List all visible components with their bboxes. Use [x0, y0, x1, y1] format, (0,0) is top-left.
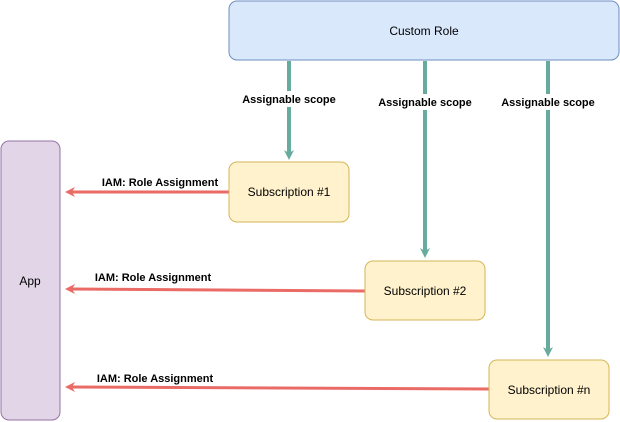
node-custom-role[interactable]: Custom Role — [228, 0, 620, 61]
node-subscription-1[interactable]: Subscription #1 — [228, 161, 350, 223]
edge-assign-1: IAM: Role Assignment — [65, 177, 229, 197]
node-subscription-n[interactable]: Subscription #n — [488, 359, 610, 420]
edge-label-assign-2: IAM: Role Assignment — [95, 272, 212, 284]
edge-scope-1: Assignable scope — [238, 61, 340, 160]
node-label-subscription-2: Subscription #2 — [384, 284, 467, 298]
node-label-subscription-n: Subscription #n — [508, 383, 591, 397]
node-label-custom-role: Custom Role — [389, 24, 459, 38]
edge-assign-2: IAM: Role Assignment — [65, 272, 366, 295]
node-subscription-2[interactable]: Subscription #2 — [364, 260, 486, 321]
edge-assign-n: IAM: Role Assignment — [65, 373, 490, 393]
edge-label-assign-n: IAM: Role Assignment — [97, 373, 214, 385]
edge-label-scope-1: Assignable scope — [242, 94, 336, 106]
edge-label-assign-1: IAM: Role Assignment — [102, 177, 219, 189]
edge-label-scope-2: Assignable scope — [378, 97, 472, 109]
node-label-app: App — [19, 274, 41, 288]
node-app[interactable]: App — [0, 140, 61, 421]
edge-scope-2: Assignable scope — [374, 61, 476, 258]
edge-label-scope-n: Assignable scope — [501, 97, 595, 109]
node-label-subscription-1: Subscription #1 — [248, 185, 331, 199]
edge-scope-n: Assignable scope — [497, 61, 599, 357]
